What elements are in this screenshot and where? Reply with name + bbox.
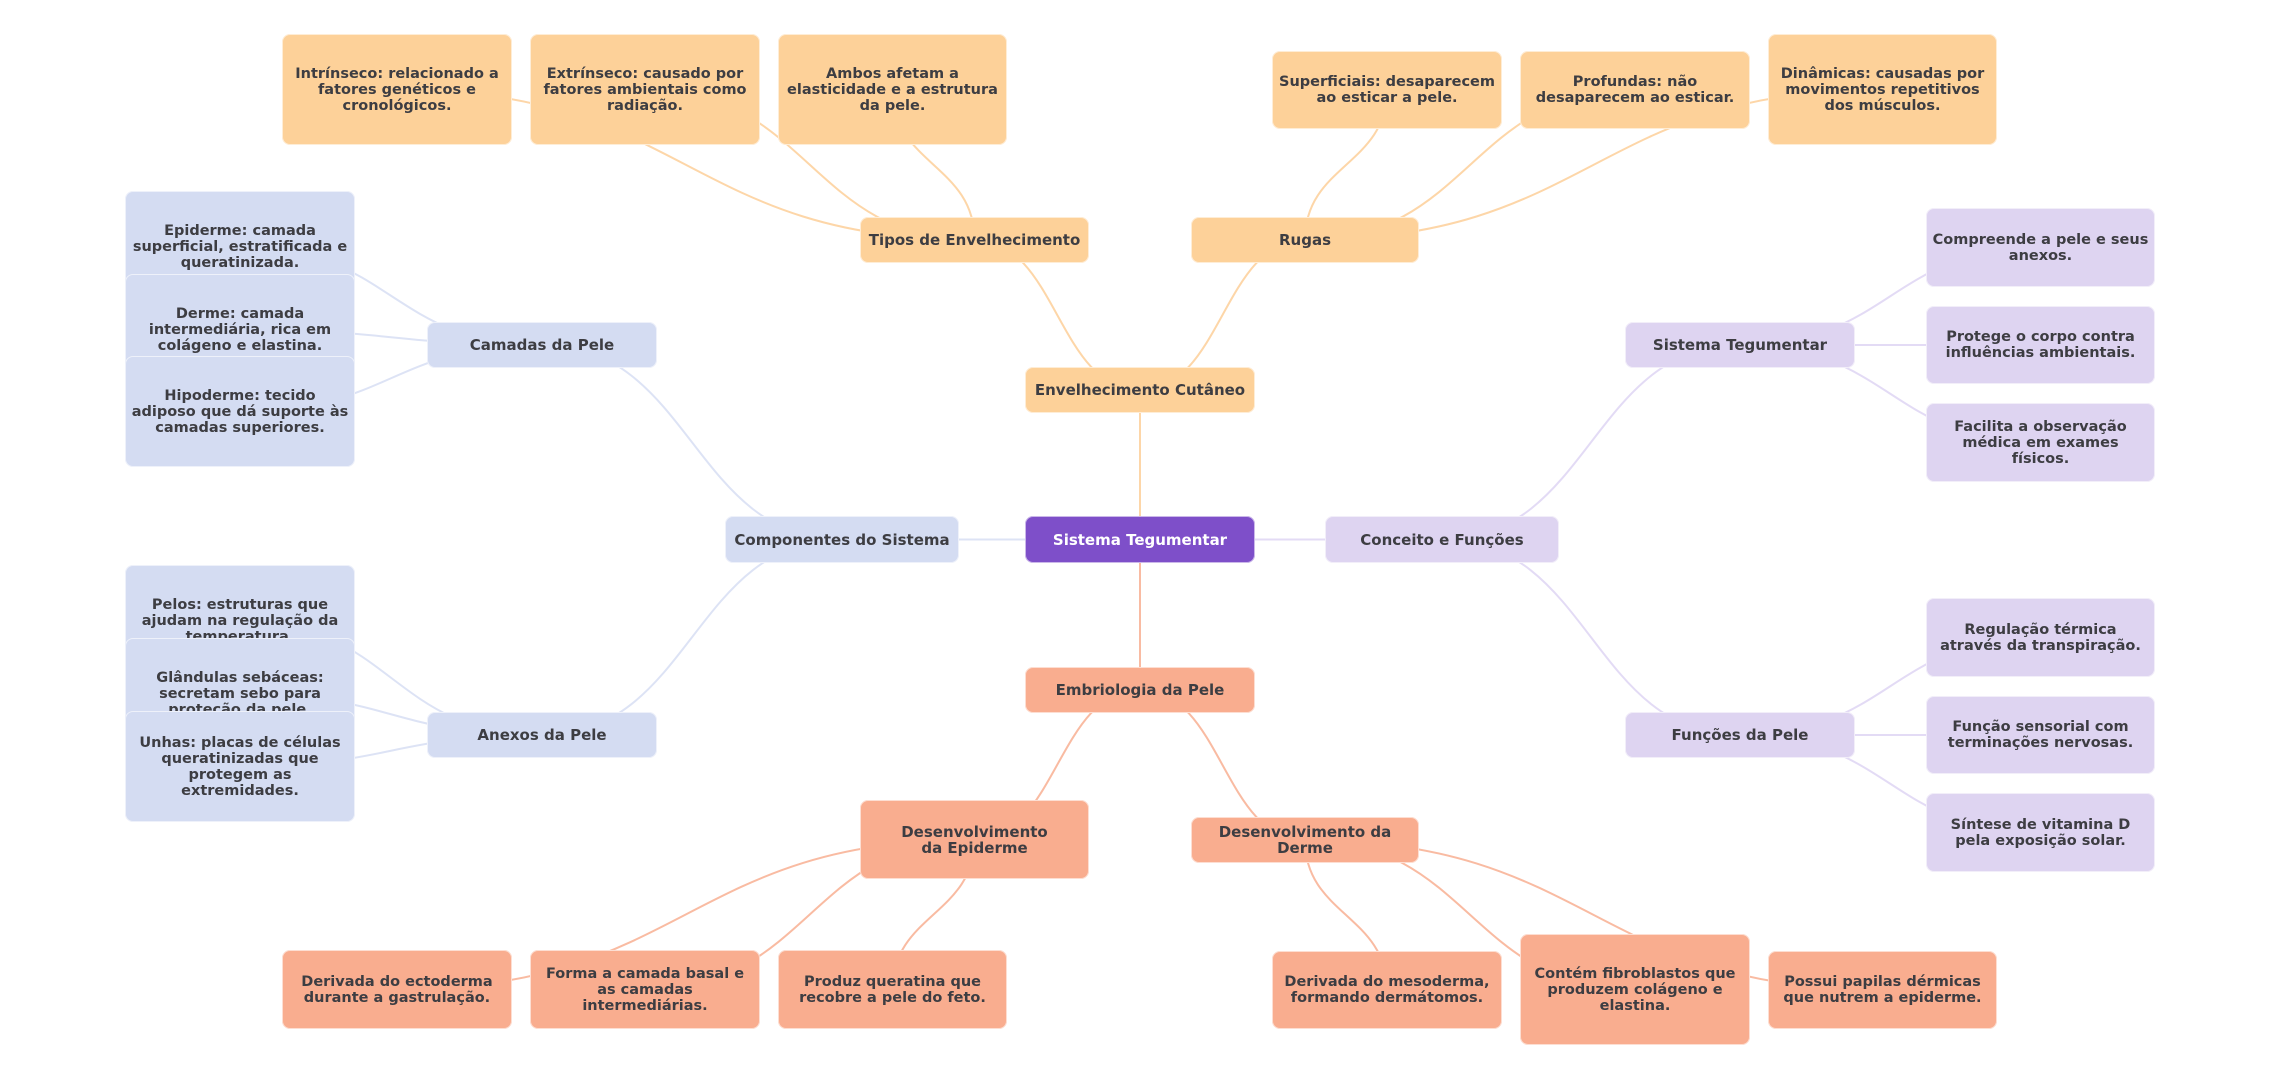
leaf-intrinseco[interactable]: Intrínseco: relacionado a fatores genéti… bbox=[282, 34, 512, 145]
leaf-compreende[interactable]: Compreende a pele e seus anexos. bbox=[1926, 208, 2155, 287]
leaf-ambos[interactable]: Ambos afetam a elasticidade e a estrutur… bbox=[778, 34, 1007, 145]
leaf-regulacao-termica[interactable]: Regulação térmica através da transpiraçã… bbox=[1926, 598, 2155, 677]
branch-envelhecimento-cutaneo[interactable]: Envelhecimento Cutâneo bbox=[1025, 367, 1255, 413]
branch-embriologia-da-pele[interactable]: Embriologia da Pele bbox=[1025, 667, 1255, 713]
leaf-sintese-vitamina-d[interactable]: Síntese de vitamina D pela exposição sol… bbox=[1926, 793, 2155, 872]
leaf-produz-queratina[interactable]: Produz queratina que recobre a pele do f… bbox=[778, 950, 1007, 1029]
leaf-forma-camada-basal[interactable]: Forma a camada basal e as camadas interm… bbox=[530, 950, 760, 1029]
leaf-hipoderme[interactable]: Hipoderme: tecido adiposo que dá suporte… bbox=[125, 356, 355, 467]
subbranch-desenvolvimento-da-epiderme[interactable]: Desenvolvimento da Epiderme bbox=[860, 800, 1089, 879]
connector-subbranch-camadas-da-pele bbox=[541, 344, 843, 541]
branch-conceito-e-funcoes[interactable]: Conceito e Funções bbox=[1325, 516, 1559, 563]
leaf-unhas[interactable]: Unhas: placas de células queratinizadas … bbox=[125, 711, 355, 822]
leaf-possui-papilas[interactable]: Possui papilas dérmicas que nutrem a epi… bbox=[1768, 951, 1997, 1029]
connector-subbranch-anexos-da-pele bbox=[541, 538, 843, 736]
leaf-protege[interactable]: Protege o corpo contra influências ambie… bbox=[1926, 306, 2155, 384]
root-node[interactable]: Sistema Tegumentar bbox=[1025, 516, 1255, 563]
leaf-facilita[interactable]: Facilita a observação médica em exames f… bbox=[1926, 403, 2155, 482]
leaf-contem-fibroblastos[interactable]: Contém fibroblastos que produzem colágen… bbox=[1520, 934, 1750, 1045]
leaf-dinamicas[interactable]: Dinâmicas: causadas por movimentos repet… bbox=[1768, 34, 1997, 145]
connector-subbranch-sistema-tegumentar bbox=[1441, 344, 1741, 541]
leaf-superficiais[interactable]: Superficiais: desaparecem ao esticar a p… bbox=[1272, 51, 1502, 129]
subbranch-funcoes-da-pele[interactable]: Funções da Pele bbox=[1625, 712, 1855, 758]
subbranch-desenvolvimento-da-derme[interactable]: Desenvolvimento da Derme bbox=[1191, 817, 1419, 863]
leaf-extrinseco[interactable]: Extrínseco: causado por fatores ambienta… bbox=[530, 34, 760, 145]
subbranch-sistema-tegumentar[interactable]: Sistema Tegumentar bbox=[1625, 322, 1855, 368]
subbranch-camadas-da-pele[interactable]: Camadas da Pele bbox=[427, 322, 657, 368]
leaf-funcao-sensorial[interactable]: Função sensorial com terminações nervosa… bbox=[1926, 696, 2155, 774]
leaf-derivada-ectoderma[interactable]: Derivada do ectoderma durante a gastrula… bbox=[282, 950, 512, 1029]
connector-subbranch-funcoes-da-pele bbox=[1441, 538, 1741, 736]
subbranch-tipos-de-envelhecimento[interactable]: Tipos de Envelhecimento bbox=[860, 217, 1089, 263]
branch-componentes-do-sistema[interactable]: Componentes do Sistema bbox=[725, 516, 959, 563]
leaf-derivada-mesoderma[interactable]: Derivada do mesoderma, formando dermátom… bbox=[1272, 951, 1502, 1029]
subbranch-anexos-da-pele[interactable]: Anexos da Pele bbox=[427, 712, 657, 758]
leaf-profundas[interactable]: Profundas: não desaparecem ao esticar. bbox=[1520, 51, 1750, 129]
subbranch-rugas[interactable]: Rugas bbox=[1191, 217, 1419, 263]
